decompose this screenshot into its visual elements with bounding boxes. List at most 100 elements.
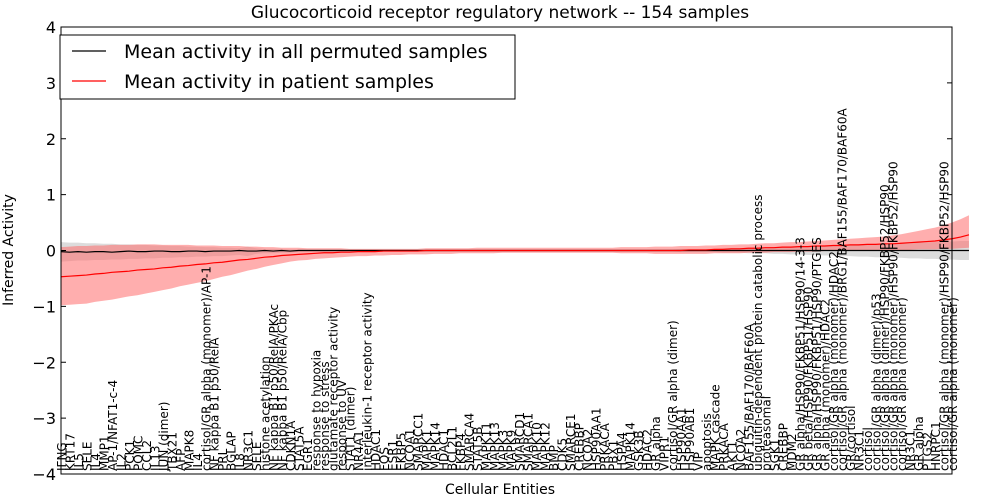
x-tick-label: MAPK12	[539, 422, 553, 471]
x-tick-label: HSPA4	[615, 432, 629, 471]
x-tick-label: BAF155/BAF170/BAF60A	[742, 323, 756, 471]
x-tick-label: NR3C1	[904, 430, 918, 471]
x-axis-label: Cellular Entities	[445, 482, 555, 498]
x-tick-label: SELE	[80, 442, 94, 471]
x-tick-label: GR alpha (monomer)/HDAC2	[819, 299, 833, 471]
x-tick-label: AP-1/NFAT1-c-4	[106, 380, 120, 471]
x-tick-label: MAPK9	[505, 430, 519, 471]
x-tick-label: HDAC1	[369, 429, 383, 471]
x-tick-label: NF kappa B1 p50/RelA	[208, 337, 222, 471]
x-tick-label: MMP1	[97, 435, 111, 471]
x-tick-label: GR/cortisol	[844, 405, 858, 471]
x-tick-label: AFP	[174, 449, 188, 471]
x-tick-label: HNRPC1	[929, 421, 943, 471]
x-tick-label: CREBBP	[573, 423, 587, 471]
x-tick-label: MAPK14	[624, 422, 638, 471]
y-tick-label: −4	[32, 465, 56, 484]
x-tick-label: NR3C1	[853, 430, 867, 471]
x-tick-label: MAPK11	[479, 422, 493, 471]
x-tick-label: SMARCA4	[462, 413, 476, 471]
legend: Mean activity in all permuted samples Me…	[59, 34, 516, 100]
category-labels: IFNGKRT17IL5SELEIL4MMP1AP-1/NFAT1-c-4IL2…	[55, 107, 960, 472]
y-tick-label: −3	[32, 409, 56, 428]
x-tick-label: proteasomal	[759, 396, 773, 471]
x-tick-label: GSK3B	[632, 430, 646, 471]
x-tick-label: MAPK cascade	[708, 384, 722, 471]
x-tick-label: VIP	[691, 452, 705, 471]
x-tick-label: SMARCE1	[564, 413, 578, 471]
x-tick-label: GR alpha	[912, 416, 926, 471]
x-tick-label: MDM2	[785, 433, 799, 471]
x-tick-label: HSP90AB1	[683, 408, 697, 471]
x-tick-label: GR alpha	[649, 416, 663, 471]
x-tick-label: NCOA2	[581, 429, 595, 471]
x-tick-label: CCL2	[140, 440, 154, 471]
x-tick-label: cortisol/GR alpha (monomer)/HSP90/FKBP52…	[938, 161, 952, 471]
x-tick-label: cortisol/GR alpha (dimer)/p53	[870, 293, 884, 471]
y-tick-label: 2	[46, 130, 56, 149]
x-tick-label: HSP90AA1	[590, 407, 604, 471]
x-tick-label: CDK5	[556, 438, 570, 471]
x-tick-label: cortisol/GR alpha (monomer)/HSP90/FKBP52…	[887, 161, 901, 471]
x-tick-label: IL5	[72, 453, 86, 471]
x-tick-label: cortisol	[861, 427, 875, 471]
x-tick-label: STAT1 (dimer)	[344, 387, 358, 471]
x-tick-label: FKBP4	[454, 433, 468, 471]
x-tick-label: NCOA2	[734, 429, 748, 471]
x-tick-label: cortisol/GR alpha (dimer)	[666, 320, 680, 471]
y-tick-label: 3	[46, 74, 56, 93]
x-tick-label: cortisol/GR alpha (dimer)/HSP90/FKBP52/H…	[878, 184, 892, 471]
x-tick-label: cortisol/GR alpha (monomer)/AP-1	[199, 266, 213, 471]
x-tick-label: NF kappa B1 p50/RelA/PKAc	[267, 304, 281, 471]
x-tick-label: cortisol/GR alpha (monomer)	[946, 297, 960, 471]
y-axis-label: Inferred Activity	[1, 194, 17, 306]
x-tick-label: BMP	[547, 445, 561, 471]
x-tick-label: FOS	[377, 447, 391, 471]
x-tick-label: IL13	[148, 446, 162, 472]
x-tick-label: NR3C1	[242, 430, 256, 471]
x-tick-label: interleukin-1 receptor activity	[360, 292, 374, 471]
x-tick-label: EGR1	[301, 438, 315, 471]
x-tick-label: SMARCC1	[411, 413, 425, 471]
x-tick-label: IL8	[233, 453, 247, 471]
x-tick-label: GR beta/HSP90/FKBP51/HSP90	[802, 287, 816, 471]
x-tick-label: apoptosis	[700, 413, 714, 471]
x-tick-label: CREBBP	[776, 423, 790, 471]
x-tick-label: MAPK3	[496, 430, 510, 471]
x-tick-label: GR alpha/HSP90/FKBP51/HSP90/14-3-3	[793, 237, 807, 471]
x-tick-label: glutamate receptor activity	[327, 307, 341, 471]
x-tick-label: EKBP5	[394, 432, 408, 471]
x-tick-label: ESR1	[386, 440, 400, 471]
legend-label-patient: Mean activity in patient samples	[124, 71, 434, 93]
x-tick-label: TBX21	[165, 432, 179, 472]
x-tick-label: PRL	[216, 448, 230, 471]
x-tick-label: PRKACA	[598, 422, 612, 471]
x-tick-label: STAT5A	[293, 426, 307, 471]
x-tick-label: STAT5B	[471, 427, 485, 472]
x-tick-label: MAPK8	[182, 430, 196, 471]
x-tick-label: PBX1	[607, 440, 621, 471]
x-tick-label: SELE	[250, 442, 264, 471]
x-tick-label: BCL2L1	[445, 426, 459, 471]
x-tick-label: cortisol/GR alpha (monomer)	[895, 297, 909, 471]
x-tick-label: HDAC2	[641, 429, 655, 471]
x-tick-label: MAPK13	[488, 422, 502, 471]
y-tick-label: 1	[46, 186, 56, 205]
x-tick-label: KRT17	[63, 433, 77, 471]
x-tick-label: response to hypoxia	[310, 350, 324, 471]
chart-title: Glucocorticoid receptor regulatory netwo…	[251, 3, 749, 23]
x-tick-label: IFNG	[55, 442, 69, 471]
legend-label-permuted: Mean activity in all permuted samples	[124, 41, 487, 63]
x-tick-label: SMARCA1	[522, 413, 536, 471]
plot-area	[60, 215, 970, 306]
x-tick-label: AKT1	[725, 441, 739, 471]
x-tick-label: BGLAP	[225, 431, 239, 471]
patient-mean-line	[60, 234, 970, 278]
y-tick-label: −1	[32, 297, 56, 316]
legend-box	[59, 34, 516, 100]
x-tick-label: GR alpha/HSP90/FKBP51/HSP90/PTGES	[810, 237, 824, 471]
x-tick-label: HSP90AA1	[674, 407, 688, 471]
